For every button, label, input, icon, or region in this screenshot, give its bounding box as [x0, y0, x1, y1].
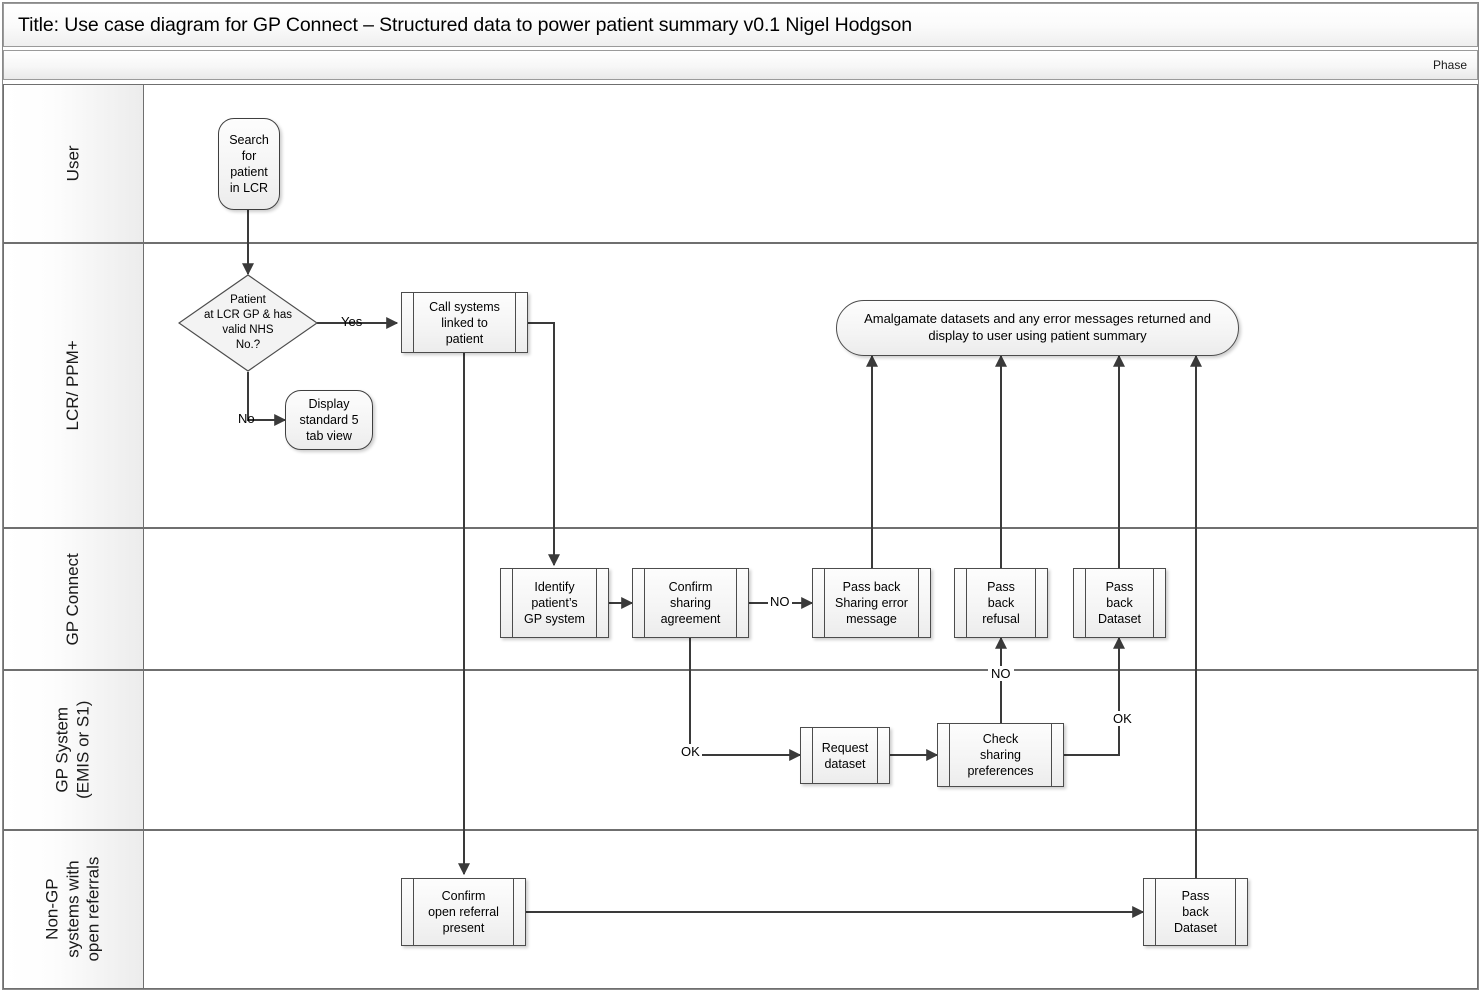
- swimlane-body-non-gp: [144, 831, 1477, 988]
- swimlane-non-gp: Non-GP systems with open referrals: [3, 830, 1478, 989]
- swimlane-body-user: [144, 85, 1477, 242]
- edge-label-ok-confirm: OK: [679, 744, 702, 759]
- node-call-systems-label: Call systems linked to patient: [429, 299, 500, 346]
- node-decision-patient-label: Patient at LCR GP & has valid NHS No.?: [203, 294, 292, 351]
- swimlane-lcr: LCR/ PPM+: [3, 243, 1478, 528]
- swimlane-body-lcr: [144, 244, 1477, 527]
- diamond-shape-icon: [178, 274, 318, 372]
- node-pass-back-refusal[interactable]: Pass back refusal: [954, 568, 1048, 638]
- node-request-dataset-label: Request dataset: [821, 740, 869, 771]
- swimlane-body-gp-connect: [144, 529, 1477, 669]
- swimlane-label-lcr: LCR/ PPM+: [63, 340, 83, 431]
- swimlane-header-non-gp: Non-GP systems with open referrals: [4, 831, 144, 988]
- node-confirm-referral-label: Confirm open referral present: [428, 889, 499, 935]
- swimlane-label-non-gp: Non-GP systems with open referrals: [42, 857, 103, 962]
- edge-label-no-sharing: NO: [768, 594, 792, 609]
- node-display-standard-5-tab-view[interactable]: Display standard 5 tab view: [285, 390, 373, 450]
- edge-label-no-display: No: [238, 411, 255, 426]
- node-pass-back-error-label: Pass back Sharing error message: [835, 580, 908, 626]
- node-search-for-patient[interactable]: Search for patient in LCR: [218, 118, 280, 210]
- swimlane-label-user: User: [63, 145, 83, 182]
- edge-label-no-check: NO: [988, 666, 1014, 681]
- swimlane-header-gp-system: GP System (EMIS or S1): [4, 671, 144, 829]
- node-identify-gp-label: Identify patient’s GP system: [524, 580, 585, 626]
- swimlane-header-gp-connect: GP Connect: [4, 529, 144, 669]
- node-call-systems-linked-to-patient[interactable]: Call systems linked to patient: [401, 292, 528, 353]
- swimlane-header-user: User: [4, 85, 144, 242]
- node-confirm-sharing-agreement[interactable]: Confirm sharing agreement: [632, 568, 749, 638]
- swimlane-grid: User LCR/ PPM+ GP Connect GP System (EMI…: [3, 84, 1478, 989]
- edge-label-yes: Yes: [341, 314, 363, 329]
- phase-bar: Phase: [3, 50, 1478, 80]
- node-amalgamate-label: Amalgamate datasets and any error messag…: [864, 311, 1211, 343]
- node-amalgamate-datasets[interactable]: Amalgamate datasets and any error messag…: [836, 300, 1239, 356]
- node-nongp-pass-back-dataset-label: Pass back Dataset: [1173, 889, 1218, 935]
- node-identify-patients-gp-system[interactable]: Identify patient’s GP system: [500, 568, 609, 638]
- phase-label: Phase: [1432, 58, 1467, 72]
- node-pass-back-dataset-label: Pass back Dataset: [1097, 580, 1142, 626]
- swimlane-header-lcr: LCR/ PPM+: [4, 244, 144, 527]
- node-confirm-open-referral-present[interactable]: Confirm open referral present: [401, 878, 526, 946]
- node-check-sharing-label: Check sharing preferences: [967, 732, 1034, 778]
- node-decision-patient-at-lcr[interactable]: Patient at LCR GP & has valid NHS No.?: [178, 274, 318, 372]
- edge-label-ok-check: OK: [1110, 711, 1135, 726]
- title-bar: Title: Use case diagram for GP Connect –…: [3, 3, 1478, 47]
- node-pass-back-sharing-error-message[interactable]: Pass back Sharing error message: [812, 568, 931, 638]
- node-request-dataset[interactable]: Request dataset: [800, 727, 890, 784]
- swimlane-label-gp-connect: GP Connect: [63, 552, 83, 646]
- node-nongp-pass-back-dataset[interactable]: Pass back Dataset: [1143, 878, 1248, 946]
- node-pass-back-dataset[interactable]: Pass back Dataset: [1073, 568, 1166, 638]
- node-display-standard-label: Display standard 5 tab view: [299, 397, 359, 443]
- node-check-sharing-preferences[interactable]: Check sharing preferences: [937, 723, 1064, 787]
- node-pass-back-refusal-label: Pass back refusal: [982, 580, 1020, 626]
- page-title: Title: Use case diagram for GP Connect –…: [18, 13, 912, 36]
- swimlane-gp-system: GP System (EMIS or S1): [3, 670, 1478, 830]
- node-confirm-sharing-label: Confirm sharing agreement: [660, 580, 721, 626]
- swimlane-label-gp-system: GP System (EMIS or S1): [52, 700, 93, 800]
- node-search-for-patient-label: Search for patient in LCR: [229, 133, 269, 195]
- swimlane-gp-connect: GP Connect: [3, 528, 1478, 670]
- swimlane-user: User: [3, 84, 1478, 243]
